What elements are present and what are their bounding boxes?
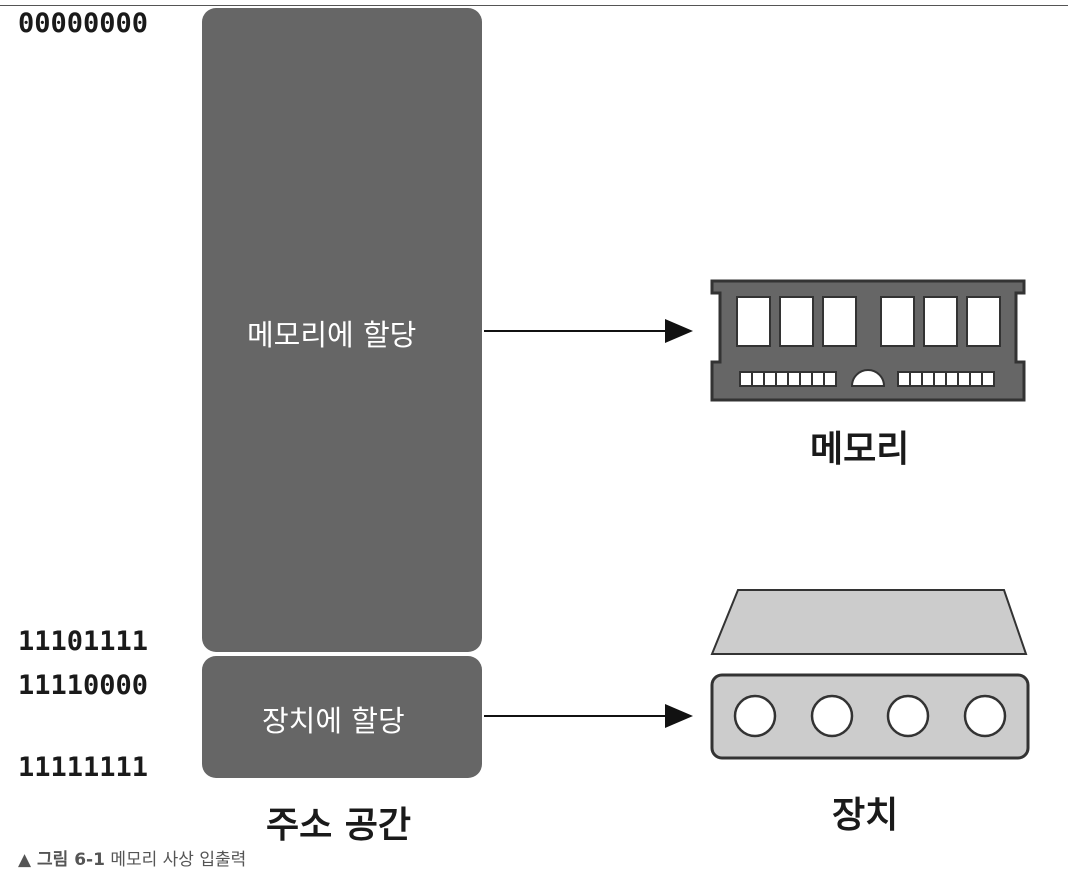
memory-label: 메모리: [810, 429, 910, 470]
device-region-label: 장치에 할당: [262, 704, 405, 738]
arrow-to-memory: [484, 319, 693, 343]
address-memory-end-label: 11101111: [18, 626, 149, 657]
memory-region-block: [202, 8, 482, 652]
figure-caption: ▲ 그림 6-1 메모리 사상 입출력: [18, 845, 246, 870]
figure-caption-text: 메모리 사상 입출력: [110, 850, 247, 870]
arrow-to-device: [484, 704, 693, 728]
device-icon: [710, 589, 1030, 760]
device-region-block: [202, 656, 482, 778]
memory-region-label: 메모리에 할당: [247, 318, 417, 352]
device-label: 장치: [832, 795, 899, 836]
address-device-start-label: 11110000: [18, 670, 149, 701]
address-space-title: 주소 공간: [266, 805, 412, 846]
address-start-label: 00000000: [18, 8, 149, 39]
address-end-label: 11111111: [18, 752, 149, 783]
figure-number: ▲ 그림 6-1: [18, 850, 105, 870]
top-rule: [0, 5, 1068, 6]
memory-module-icon: [710, 279, 1026, 402]
